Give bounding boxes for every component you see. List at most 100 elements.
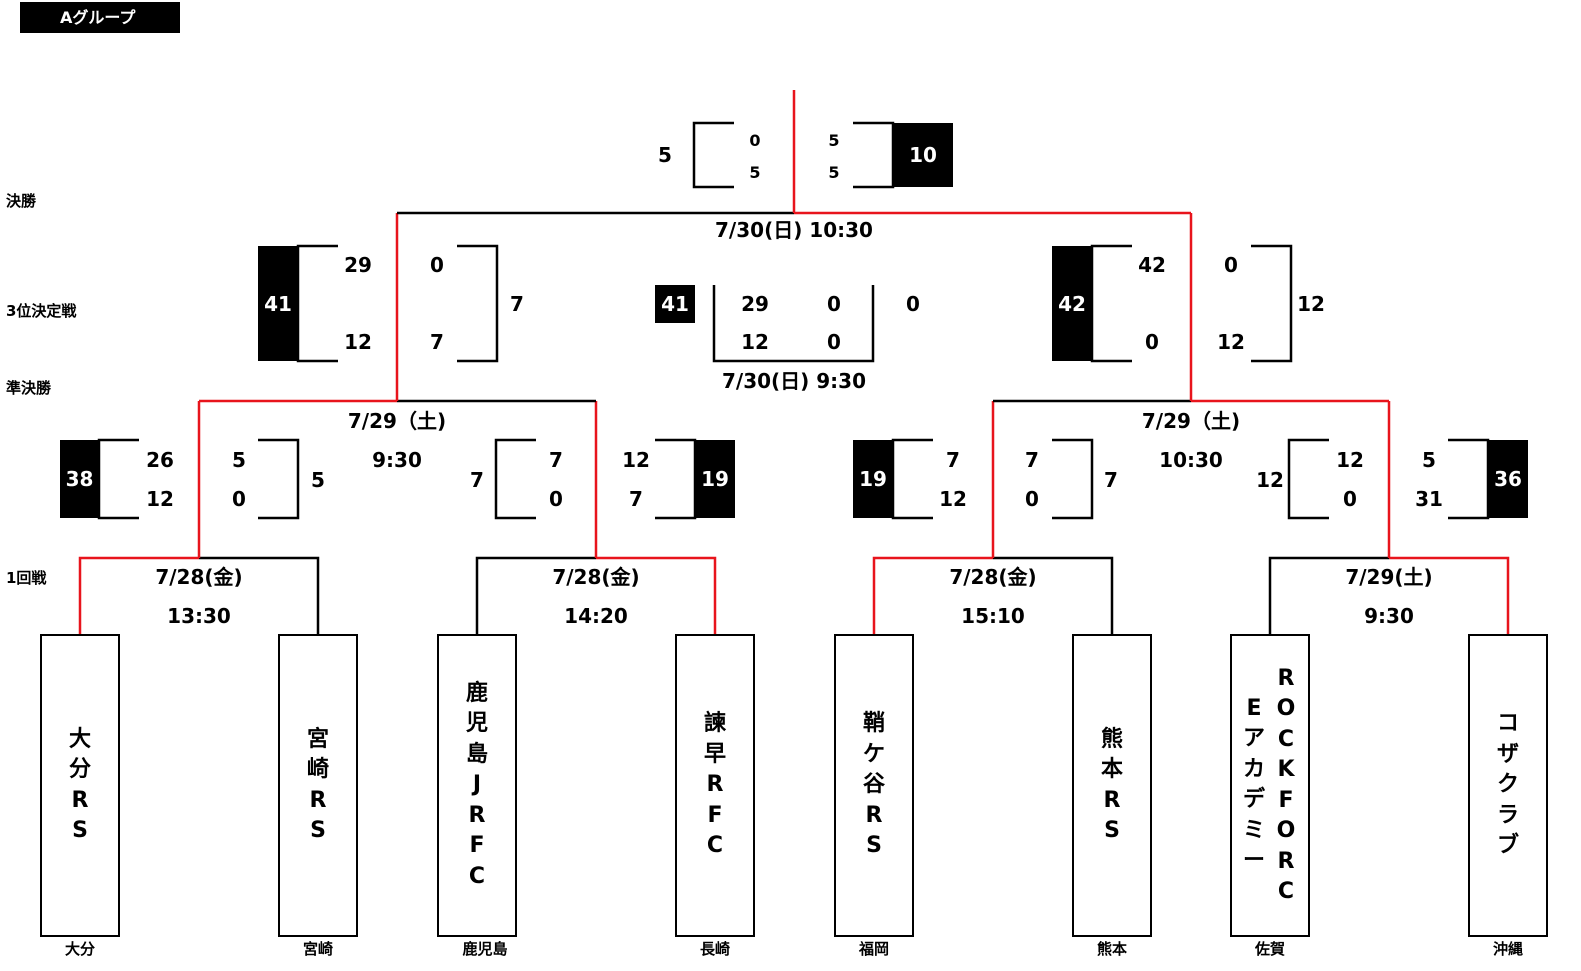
team-name: 鹿児島JRFC [465, 680, 488, 889]
third-a-total: 41 [655, 285, 695, 323]
team-name-line2: Eアカデミー [1242, 695, 1265, 874]
r1-m1-date: 7/28(金) [155, 565, 243, 589]
r1-m3-b-h1: 7 [1025, 448, 1039, 472]
sf-left-a-total: 41 [258, 246, 298, 361]
team-name: 宮崎RS [306, 726, 329, 844]
r1-m3-b-total: 7 [1104, 468, 1118, 492]
r1-m4-date: 7/29(土) [1345, 565, 1433, 589]
final-datetime: 7/30(日) 10:30 [715, 218, 873, 242]
team-name: コザクラブ [1496, 711, 1519, 859]
r1-m2-date: 7/28(金) [552, 565, 640, 589]
r1-m4-b-h1: 5 [1422, 448, 1436, 472]
team-box-oita: 大分RS [40, 634, 120, 937]
r1-m4-b-total: 36 [1488, 440, 1528, 518]
team-pref-kumamoto: 熊本 [1096, 940, 1127, 958]
round-first-label: 1回戦 [6, 569, 47, 587]
r1-m1-line-lose [199, 556, 320, 634]
third-datetime: 7/30(日) 9:30 [721, 369, 867, 393]
team-name: ROCK FORC [1276, 665, 1296, 905]
r1-m2-b-total: 19 [695, 440, 735, 518]
team-name: 諫早RFC [703, 711, 726, 859]
team-name: 大分RS [68, 726, 91, 844]
sf-left-a-h2: 12 [344, 330, 372, 354]
r1-m2-b-h2: 7 [629, 487, 643, 511]
sf-left-a-h1: 29 [344, 253, 372, 277]
r1-m4-line-win [1389, 556, 1510, 634]
sf-right-a-total: 42 [1052, 246, 1092, 361]
team-box-koza: コザクラブ [1468, 634, 1548, 937]
r1-m3-b-h2: 0 [1025, 487, 1039, 511]
sf-right-a-h1: 42 [1138, 253, 1166, 277]
r1-m3-a-total: 19 [853, 440, 893, 518]
team-pref-okinawa: 沖縄 [1492, 940, 1523, 958]
r1-m2-time: 14:20 [564, 604, 628, 628]
r1-m3-line-win [872, 556, 993, 634]
team-pref-fukuoka: 福岡 [858, 940, 889, 958]
third-b-total: 0 [906, 292, 920, 316]
final-b-h2: 5 [828, 163, 840, 182]
third-b-h1: 0 [827, 292, 841, 316]
r1-m1-b-h1: 5 [232, 448, 246, 472]
team-box-kumamoto: 熊本RS [1072, 634, 1152, 937]
r1-m1-line-win [78, 556, 199, 634]
r1-m3-a-h1: 7 [946, 448, 960, 472]
sf-left-b-h1: 0 [430, 253, 444, 277]
group-label: Aグループ [20, 2, 180, 33]
sf-right-date: 7/29（土) [1141, 409, 1241, 433]
r1-m2-a-h2: 0 [549, 487, 563, 511]
team-pref-nagasaki: 長崎 [699, 940, 730, 958]
sf-right-b-h1: 0 [1224, 253, 1238, 277]
r1-m3-date: 7/28(金) [949, 565, 1037, 589]
r1-m4-b-h2: 31 [1415, 487, 1443, 511]
third-a-h1: 29 [741, 292, 769, 316]
team-box-miyazaki: 宮崎RS [278, 634, 358, 937]
r1-m2-a-total: 7 [470, 468, 484, 492]
sf-left-b-total: 7 [510, 292, 524, 316]
r1-m2-line-win [596, 556, 717, 634]
r1-m2-line-lose [475, 556, 596, 634]
team-box-isahaya: 諫早RFC [675, 634, 755, 937]
sf-right-time: 10:30 [1159, 448, 1223, 472]
team-box-kagoshima: 鹿児島JRFC [437, 634, 517, 937]
r1-m4-line-lose [1268, 556, 1389, 634]
team-pref-saga: 佐賀 [1254, 940, 1285, 958]
r1-m3-line-lose [993, 556, 1114, 634]
team-pref-miyazaki: 宮崎 [302, 940, 333, 958]
r1-m2-a-h1: 7 [549, 448, 563, 472]
sf-right-a-h2: 0 [1145, 330, 1159, 354]
team-box-sayagatani: 鞘ケ谷RS [834, 634, 914, 937]
sf-left-b-h2: 7 [430, 330, 444, 354]
team-name: 熊本RS [1100, 726, 1123, 844]
r1-m1-a-total: 38 [60, 440, 99, 518]
r1-m1-b-total: 5 [311, 468, 325, 492]
team-pref-oita: 大分 [64, 940, 95, 958]
r1-m4-time: 9:30 [1364, 604, 1414, 628]
final-a-h2: 5 [749, 163, 761, 182]
third-a-h2: 12 [741, 330, 769, 354]
team-name: 鞘ケ谷RS [862, 711, 885, 859]
final-b-total: 10 [893, 123, 953, 187]
sf-left-date: 7/29（土) [347, 409, 447, 433]
sf-left-time: 9:30 [372, 448, 422, 472]
r1-m2-b-h1: 12 [622, 448, 650, 472]
r1-m4-a-total: 12 [1256, 468, 1284, 492]
round-semi-label: 準決勝 [6, 379, 52, 397]
final-a-h1: 0 [749, 131, 761, 150]
r1-m1-time: 13:30 [167, 604, 231, 628]
r1-m4-a-h2: 0 [1343, 487, 1357, 511]
final-a-total: 5 [658, 143, 672, 167]
third-b-h2: 0 [827, 330, 841, 354]
final-b-h1: 5 [828, 131, 840, 150]
round-final-label: 決勝 [6, 192, 37, 210]
r1-m1-a-h2: 12 [146, 487, 174, 511]
team-box-rock-force: ROCK FORC Eアカデミー [1230, 634, 1310, 937]
r1-m4-a-h1: 12 [1336, 448, 1364, 472]
sf-right-b-h2: 12 [1217, 330, 1245, 354]
r1-m1-b-h2: 0 [232, 487, 246, 511]
round-third-label: 3位決定戦 [6, 302, 77, 320]
sf-right-b-total: 12 [1297, 292, 1325, 316]
r1-m1-a-h1: 26 [146, 448, 174, 472]
team-pref-kagoshima: 鹿児島 [462, 940, 508, 958]
r1-m3-a-h2: 12 [939, 487, 967, 511]
